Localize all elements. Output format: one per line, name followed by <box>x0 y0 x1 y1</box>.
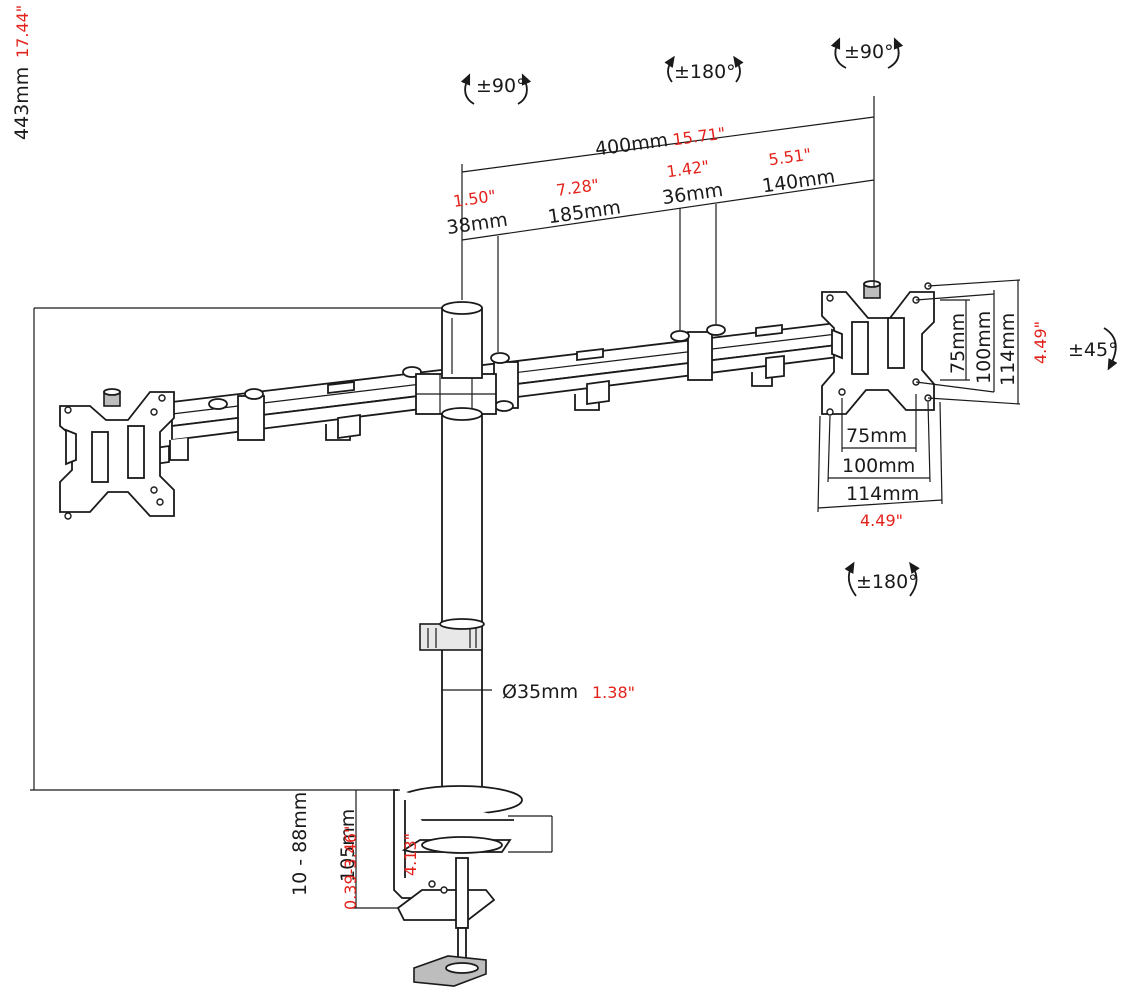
vesa-horizontal-75: 75mm <box>846 425 907 447</box>
pole-diameter-imperial: 1.38" <box>592 683 635 702</box>
rotation-arrows <box>460 37 1118 597</box>
height-metric: 443mm <box>11 67 33 140</box>
vesa-vertical-114: 114mm <box>997 313 1019 386</box>
segment-1-imperial: 1.50" <box>452 186 497 211</box>
right-vesa-plate <box>821 280 935 416</box>
clamp-height-metric: 105mm <box>337 809 359 882</box>
dimension-lines <box>30 96 1021 909</box>
vesa-horizontal-100: 100mm <box>842 455 915 477</box>
vesa-vertical-100: 100mm <box>973 311 995 384</box>
segment-3-imperial: 1.42" <box>665 157 710 182</box>
swivel-label: ±180° <box>856 571 918 593</box>
rotation-middle-arm-label: ±180° <box>674 61 736 83</box>
total-span-imperial: 15.71" <box>671 124 726 150</box>
total-span-metric: 400mm <box>594 129 670 160</box>
desk-thickness-imperial: 0.39-3.46" <box>341 826 360 910</box>
vesa-horizontal-imperial: 4.49" <box>860 511 903 530</box>
vesa-vertical-imperial: 4.49" <box>1031 321 1050 364</box>
vesa-vertical-75: 75mm <box>947 313 969 374</box>
left-vesa-plate <box>59 388 175 520</box>
clamp-height-imperial: 4.13" <box>401 833 420 876</box>
segment-2-metric: 185mm <box>547 196 623 228</box>
support-pole <box>441 301 483 805</box>
pole-collar <box>419 618 485 651</box>
height-imperial: 17.44" <box>13 5 32 58</box>
cable-clips <box>154 323 785 466</box>
segment-4-imperial: 5.51" <box>767 145 812 170</box>
segment-3-metric: 36mm <box>661 179 725 209</box>
tilt-label: ±45° <box>1068 339 1118 361</box>
rotation-right-arm-label: ±90° <box>844 41 894 63</box>
segment-4-metric: 140mm <box>761 166 837 198</box>
desk-clamp <box>393 785 523 987</box>
segment-2-imperial: 7.28" <box>555 175 600 200</box>
vesa-horizontal-114: 114mm <box>846 483 919 505</box>
product-drawing <box>59 280 935 987</box>
pole-diameter-metric: Ø35mm <box>502 681 578 703</box>
rotation-left-arm-label: ±90° <box>476 75 526 97</box>
desk-thickness-metric: 10 - 88mm <box>289 792 311 896</box>
arm-joints <box>208 324 726 441</box>
